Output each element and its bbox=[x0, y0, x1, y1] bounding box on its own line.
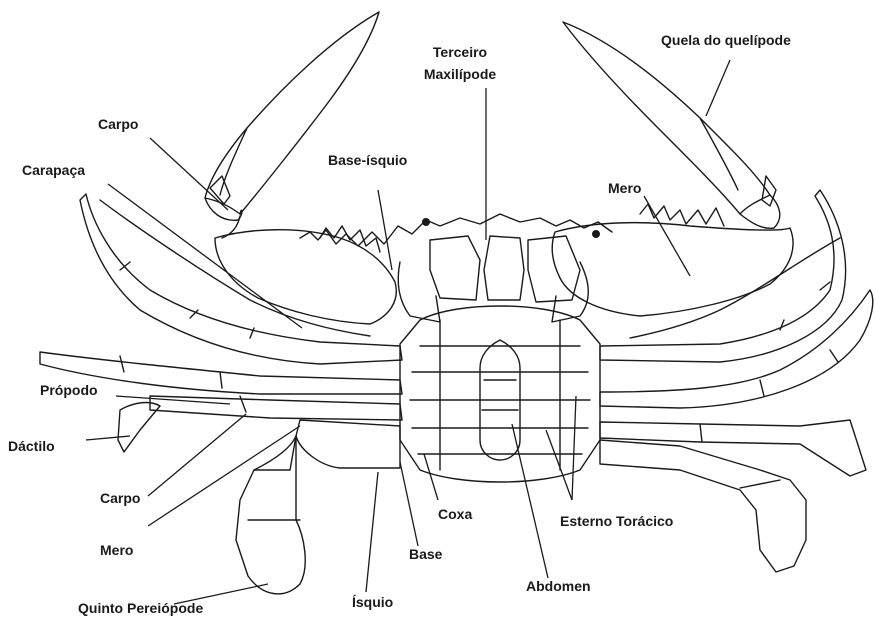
label-coxa: Coxa bbox=[438, 506, 472, 522]
label-quinto-pereiopode: Quinto Pereiópode bbox=[78, 600, 203, 616]
right-cheliped bbox=[552, 22, 793, 316]
label-dactilo: Dáctilo bbox=[8, 438, 55, 454]
label-mero-top: Mero bbox=[608, 180, 641, 196]
label-quela-do-quelipode: Quela do quelípode bbox=[661, 32, 791, 48]
label-carapaca: Carapaça bbox=[22, 162, 85, 178]
label-isquio: Ísquio bbox=[352, 594, 393, 610]
label-maxilipode: Maxilípode bbox=[414, 66, 506, 82]
label-carpo-bottom: Carpo bbox=[100, 490, 140, 506]
label-carpo-top: Carpo bbox=[98, 116, 138, 132]
label-mero-bottom: Mero bbox=[100, 542, 133, 558]
sternum bbox=[398, 236, 600, 482]
label-base: Base bbox=[409, 546, 442, 562]
label-terceiro: Terceiro bbox=[414, 44, 506, 60]
carapace bbox=[100, 200, 840, 338]
label-abdomen: Abdomen bbox=[526, 578, 591, 594]
label-propodo: Própodo bbox=[40, 382, 98, 398]
label-esterno-toracico: Esterno Torácico bbox=[560, 513, 673, 529]
label-base-isquio: Base-ísquio bbox=[328, 152, 407, 168]
